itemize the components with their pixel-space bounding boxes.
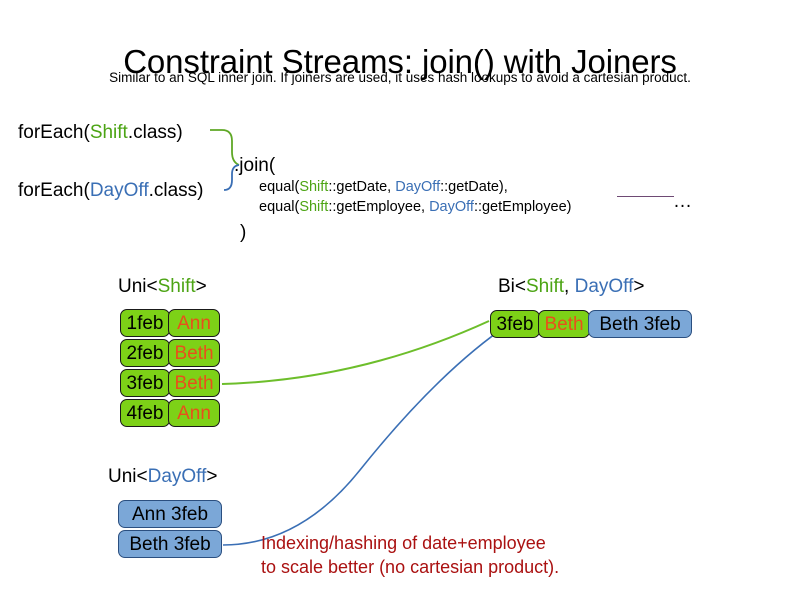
tuple-cell-date: 4feb bbox=[120, 399, 170, 427]
tuple-name-text: Ann bbox=[177, 312, 211, 334]
label-uni-dayoff-prefix: Uni< bbox=[108, 466, 148, 487]
dayoff-cell-pair: Ann 3feb bbox=[118, 500, 222, 528]
code-foreach-shift: forEach(Shift.class) bbox=[18, 121, 183, 145]
equal-date-left-type: Shift bbox=[299, 179, 329, 195]
foreach-dayoff-type: DayOff bbox=[89, 180, 149, 201]
code-equal-date: equal(Shift::getDate, DayOff::getDate), bbox=[259, 178, 508, 197]
label-uni-dayoff: Uni<DayOff> bbox=[108, 465, 218, 489]
tuple-cell-name: Beth bbox=[168, 369, 220, 397]
dayoff-cell-pair: Beth 3feb bbox=[118, 530, 222, 558]
tuple-date-text: 3feb bbox=[126, 372, 164, 394]
tuple-name-text: Beth bbox=[174, 372, 214, 394]
tuple-cell-date: 2feb bbox=[120, 339, 170, 367]
table-row[interactable]: 3feb Beth bbox=[120, 369, 220, 397]
bi-cell-name: Beth bbox=[538, 310, 590, 338]
bi-tuple-row[interactable]: 3feb Beth Beth 3feb bbox=[490, 310, 692, 338]
foreach-shift-type: Shift bbox=[89, 122, 128, 143]
label-uni-shift-prefix: Uni< bbox=[118, 276, 158, 297]
page-title: Constraint Streams: join() with Joiners bbox=[123, 43, 677, 81]
page-subtitle: Similar to an SQL inner join. If joiners… bbox=[109, 70, 691, 85]
equal-date-left-method: ::getDate, bbox=[328, 179, 396, 195]
label-uni-shift-suffix: > bbox=[195, 276, 207, 297]
equal-employee-left-method: ::getEmployee, bbox=[328, 199, 430, 215]
label-bi-type-b: DayOff bbox=[574, 276, 634, 297]
tuple-cell-name: Ann bbox=[168, 309, 220, 337]
bi-cell-dayoff: Beth 3feb bbox=[588, 310, 692, 338]
tuple-date-text: 1feb bbox=[126, 312, 164, 334]
code-foreach-dayoff: forEach(DayOff.class) bbox=[18, 179, 204, 203]
equal-date-right-type: DayOff bbox=[395, 179, 441, 195]
code-equal-employee: equal(Shift::getEmployee, DayOff::getEmp… bbox=[259, 198, 571, 217]
dayoff-pair-text: Ann 3feb bbox=[131, 503, 209, 525]
equal-date-right-method: ::getDate), bbox=[440, 179, 508, 195]
table-row[interactable]: 2feb Beth bbox=[120, 339, 220, 367]
ellipsis-text: … bbox=[673, 191, 692, 212]
equal-employee-open: equal( bbox=[259, 199, 300, 215]
dayoff-pair-text: Beth 3feb bbox=[129, 533, 211, 555]
bi-dayoff-text: Beth 3feb bbox=[599, 313, 681, 335]
tuple-name-text: Ann bbox=[177, 402, 211, 424]
label-bi-separator: , bbox=[564, 276, 575, 297]
tuple-date-text: 4feb bbox=[126, 402, 164, 424]
tuple-cell-name: Ann bbox=[168, 399, 220, 427]
foreach-shift-suffix: .class) bbox=[127, 122, 183, 143]
foreach-dayoff-prefix: forEach( bbox=[18, 180, 90, 201]
caption-line-1: Indexing/hashing of date+employee bbox=[261, 533, 546, 553]
table-row[interactable]: 4feb Ann bbox=[120, 399, 220, 427]
label-bi-suffix: > bbox=[633, 276, 645, 297]
equal-employee-left-type: Shift bbox=[299, 199, 329, 215]
bi-date-text: 3feb bbox=[496, 313, 534, 335]
equal-employee-right-method: ::getEmployee) bbox=[473, 199, 572, 215]
tuple-cell-date: 1feb bbox=[120, 309, 170, 337]
equal-date-open: equal( bbox=[259, 179, 300, 195]
purple-rule-divider bbox=[617, 196, 674, 197]
label-bi-stream: Bi<Shift, DayOff> bbox=[498, 275, 644, 299]
curve-dayoff-to-bi bbox=[222, 321, 513, 546]
tuple-cell-date: 3feb bbox=[120, 369, 170, 397]
code-join-close: ) bbox=[240, 222, 247, 243]
table-row[interactable]: Beth 3feb bbox=[118, 530, 222, 558]
foreach-shift-prefix: forEach( bbox=[18, 122, 90, 143]
bi-cell-date: 3feb bbox=[490, 310, 540, 338]
caption-note: Indexing/hashing of date+employee to sca… bbox=[261, 531, 559, 579]
tuple-cell-name: Beth bbox=[168, 339, 220, 367]
bi-name-text: Beth bbox=[544, 313, 584, 335]
label-uni-dayoff-suffix: > bbox=[206, 466, 218, 487]
tuple-date-text: 2feb bbox=[126, 342, 164, 364]
label-uni-dayoff-type: DayOff bbox=[147, 466, 207, 487]
curve-shift-to-bi bbox=[221, 320, 490, 385]
label-uni-shift: Uni<Shift> bbox=[118, 275, 207, 299]
equal-employee-right-type: DayOff bbox=[429, 199, 474, 215]
label-bi-type-a: Shift bbox=[526, 276, 565, 297]
label-uni-shift-type: Shift bbox=[157, 276, 196, 297]
caption-line-2: to scale better (no cartesian product). bbox=[261, 557, 560, 577]
code-join-open: .join( bbox=[234, 155, 276, 176]
foreach-dayoff-suffix: .class) bbox=[148, 180, 204, 201]
label-bi-prefix: Bi< bbox=[498, 276, 526, 297]
table-row[interactable]: Ann 3feb bbox=[118, 500, 222, 528]
tuple-name-text: Beth bbox=[174, 342, 214, 364]
table-row[interactable]: 1feb Ann bbox=[120, 309, 220, 337]
